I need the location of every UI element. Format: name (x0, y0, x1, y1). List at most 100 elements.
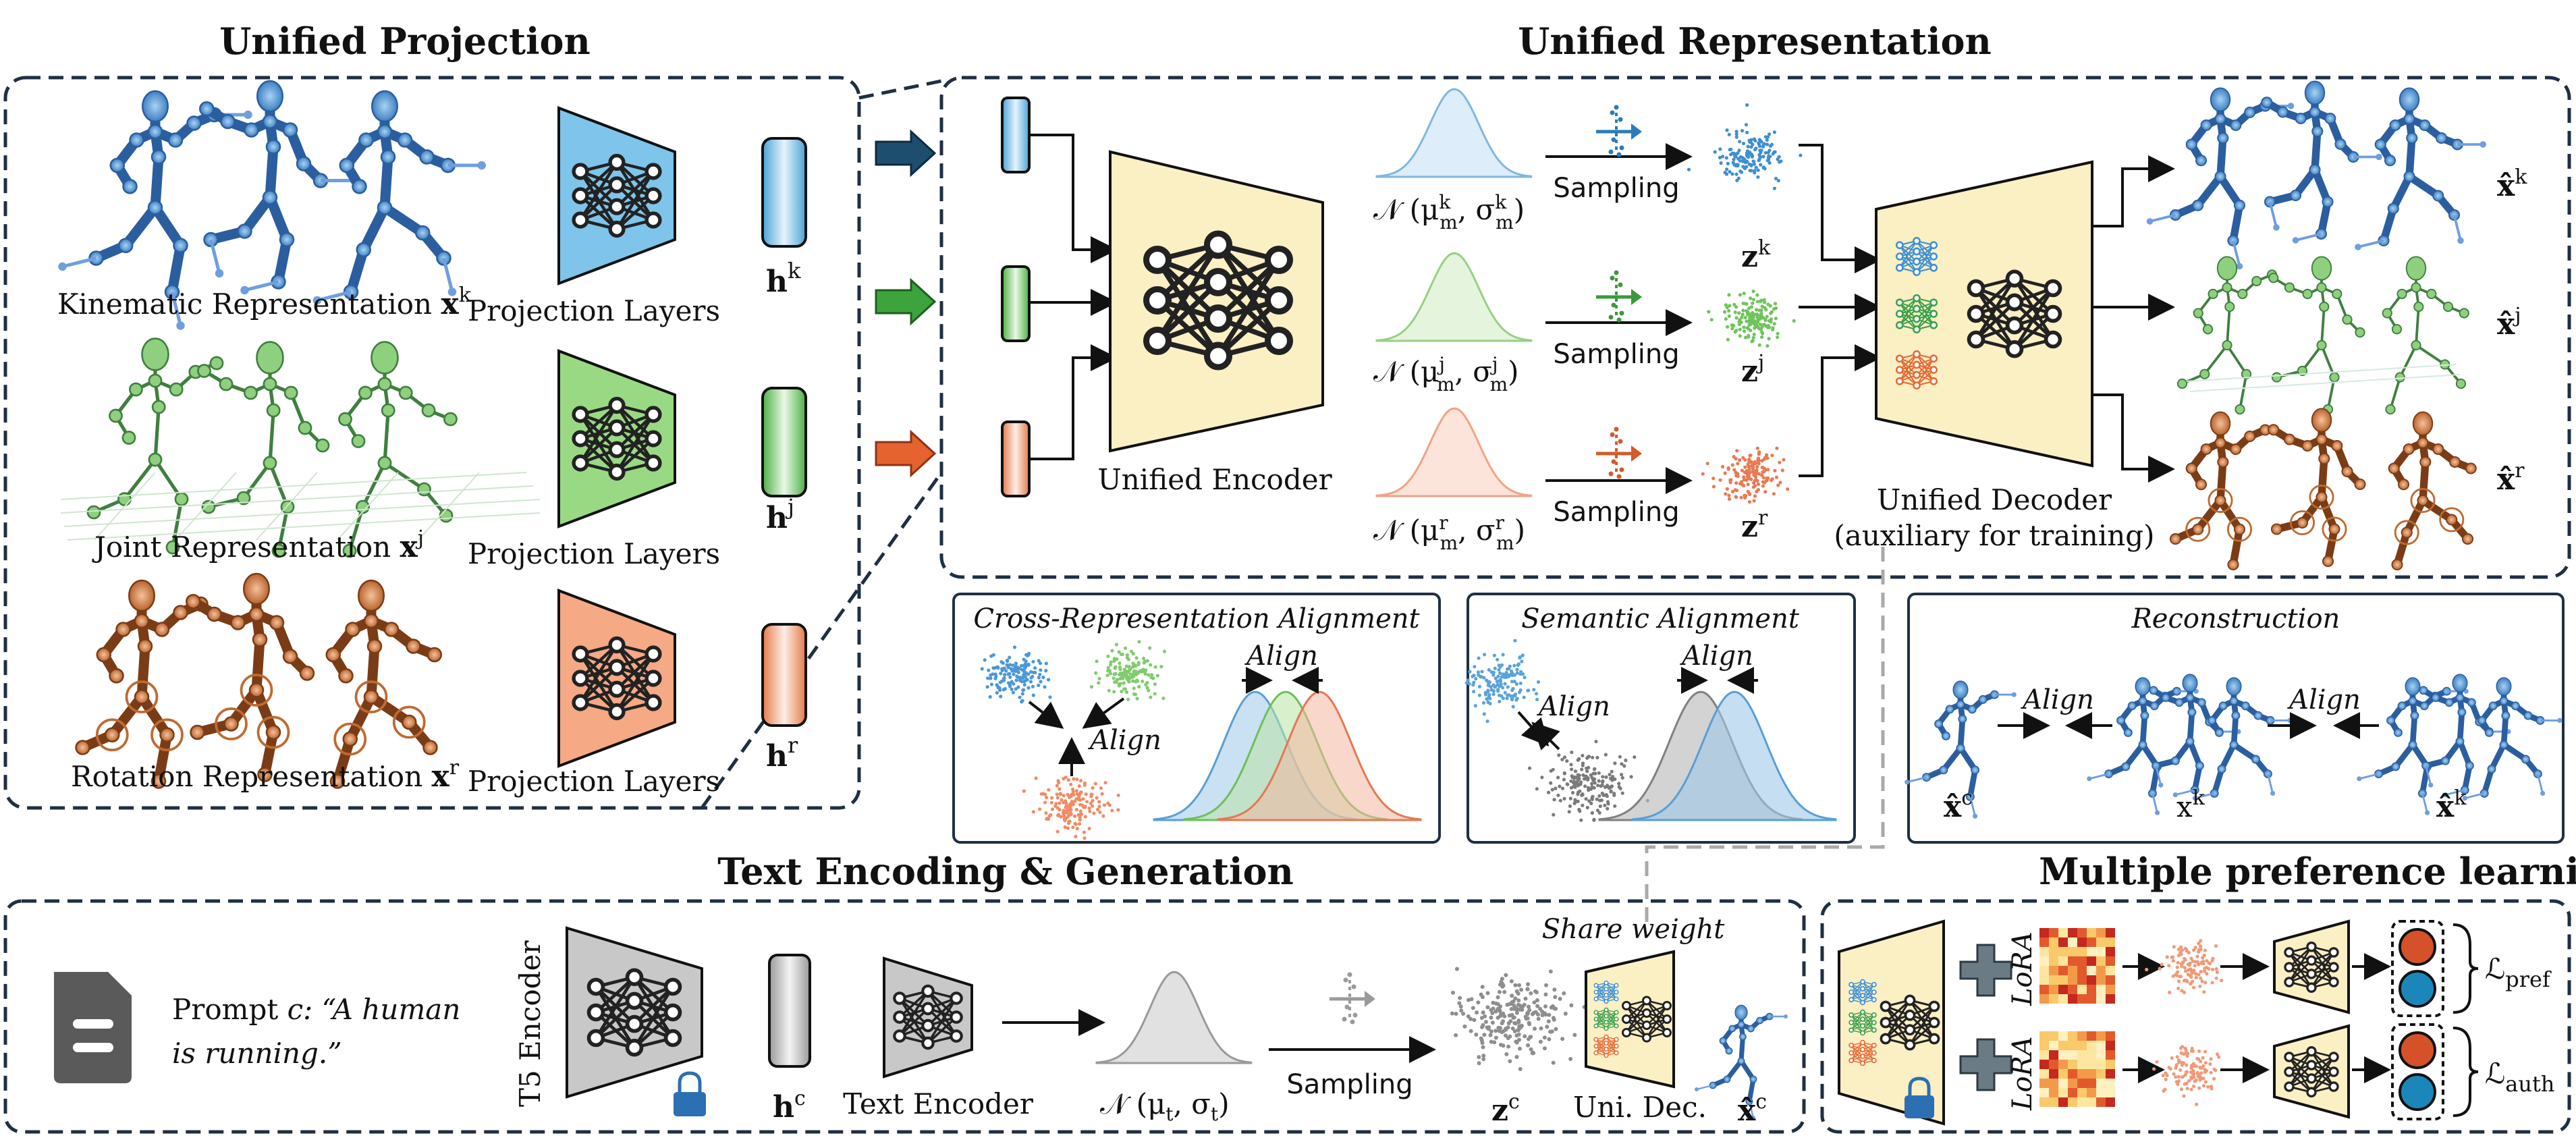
sampling-label-j: Sampling (1553, 339, 1679, 370)
text-encoder-label: Text Encoder (843, 1087, 1034, 1120)
semantic-alignment-box (1467, 593, 1856, 844)
recon-rotation-figures (2169, 408, 2477, 571)
recon-xhat-c: x̂c (1944, 786, 1973, 824)
arrow-blue (875, 129, 937, 178)
unified-encoder (1109, 150, 1324, 453)
recon-align-label-1: Align (2020, 684, 2094, 715)
semantic-arrow-up (1531, 722, 1560, 751)
semantic-cloud-blue (1464, 638, 1541, 724)
sampling-icon-j (1596, 270, 1642, 323)
cross-cloud-green (1089, 640, 1166, 701)
z-k-label: zk (1741, 236, 1771, 274)
joint-label: Joint Representation xj (92, 526, 424, 564)
z-c-cloud (1450, 967, 1587, 1071)
generated-figure (1695, 1004, 1788, 1120)
kinematic-figures (58, 80, 486, 330)
text-encoder (883, 956, 973, 1079)
cross-cloud-orange (1022, 776, 1120, 840)
recon-kinematic-figures (2146, 80, 2486, 270)
brace-1 (2452, 923, 2479, 1014)
gaussian-k (1375, 88, 1533, 178)
cross-align-label-2: Align (1244, 641, 1318, 672)
plus-icon-1 (1959, 944, 2012, 997)
title-text-encoding: Text Encoding & Generation (717, 850, 1294, 893)
lora-heatmap-2 (2039, 1031, 2115, 1107)
xhat-c-label: x̂c (1738, 1090, 1767, 1128)
h-r-vector (761, 623, 807, 727)
arrow-orange (875, 429, 937, 478)
pref-mini-decoder-1 (2273, 919, 2350, 1014)
panel-connector-top (858, 79, 942, 100)
gaussian-r (1375, 407, 1533, 497)
reconstruction-title: Reconstruction (2131, 603, 2340, 634)
pref-decoder (1838, 919, 1945, 1126)
rep-h-j (1001, 265, 1031, 342)
cross-alignment-title: Cross-Representation Alignment (973, 603, 1420, 634)
recon-x-k: xk (2176, 786, 2205, 823)
preference-panel (1820, 899, 2571, 1134)
cross-arrow-b (1028, 701, 1064, 729)
lora-label-2: LoRA (2007, 1036, 2038, 1111)
h-c-vector (768, 954, 811, 1068)
pref-output-1 (2391, 920, 2444, 1017)
h-c-label: hc (773, 1087, 806, 1124)
z-r-cloud (1701, 446, 1790, 504)
gaussian-text (1095, 971, 1253, 1064)
cross-gaussians (1153, 690, 1422, 821)
xhat-r-label: x̂r (2497, 459, 2525, 497)
pref-output-2 (2391, 1023, 2444, 1120)
projection-layers-r (557, 589, 676, 768)
unified-decoder-label: Unified Decoder (1877, 483, 2112, 516)
lock-icon (674, 1071, 706, 1116)
proj-layers-label-k: Projection Layers (468, 294, 720, 327)
sampling-icon-r (1596, 427, 1642, 479)
z-c-label: zc (1491, 1090, 1520, 1128)
proj-layers-label-j: Projection Layers (468, 537, 720, 570)
z-r-label: zr (1741, 506, 1768, 544)
text-gen-panel (3, 899, 1806, 1134)
rep-h-r (1001, 420, 1031, 497)
h-j-label: hj (766, 494, 794, 535)
title-multiple-preference: Multiple preference learning (2039, 850, 2576, 893)
reconstruction-figures (1904, 674, 2563, 819)
connector-zr-dec (1799, 344, 1882, 477)
share-weight-connector (1645, 547, 1885, 925)
lora-heatmap-1 (2039, 928, 2115, 1004)
xhat-j-label: x̂j (2497, 304, 2521, 342)
connector-dec-k (2092, 155, 2175, 227)
unified-decoder (1875, 160, 2093, 468)
h-k-vector (761, 137, 807, 248)
connector-dec-r (2092, 393, 2175, 483)
connector-hk-enc (1029, 134, 1118, 263)
z-j-cloud (1707, 290, 1796, 348)
prompt-line-1: Prompt c: “A human (172, 993, 460, 1026)
loss-pref-label: ℒpref (2485, 952, 2552, 992)
sampling-label-text: Sampling (1286, 1069, 1413, 1100)
cross-alignment-box (952, 593, 1441, 844)
xhat-k-label: x̂k (2497, 165, 2527, 203)
cross-arrow-g (1082, 697, 1125, 729)
cross-align-label-1: Align (1087, 725, 1161, 756)
uni-dec (1585, 950, 1675, 1089)
gaussian-j (1375, 252, 1533, 342)
h-j-vector (761, 387, 807, 497)
projection-layers-k (557, 106, 676, 286)
projection-panel (3, 76, 861, 810)
connector-zk-dec (1799, 144, 1882, 273)
title-unified-representation: Unified Representation (1518, 20, 1992, 63)
t5-encoder (566, 926, 703, 1099)
z-k-cloud (1687, 103, 1803, 190)
recon-align-label-2: Align (2286, 684, 2361, 715)
recon-joint-figures (2176, 256, 2469, 415)
t5-encoder-label: T5 Encoder (514, 940, 547, 1107)
proj-layers-label-r: Projection Layers (468, 765, 720, 798)
reconstruction-box (1907, 593, 2565, 844)
unified-encoder-label: Unified Encoder (1097, 463, 1332, 496)
h-r-label: hr (766, 732, 798, 773)
representation-panel (939, 76, 2571, 579)
document-icon (54, 972, 132, 1083)
pref-lock-icon (1904, 1077, 1934, 1118)
